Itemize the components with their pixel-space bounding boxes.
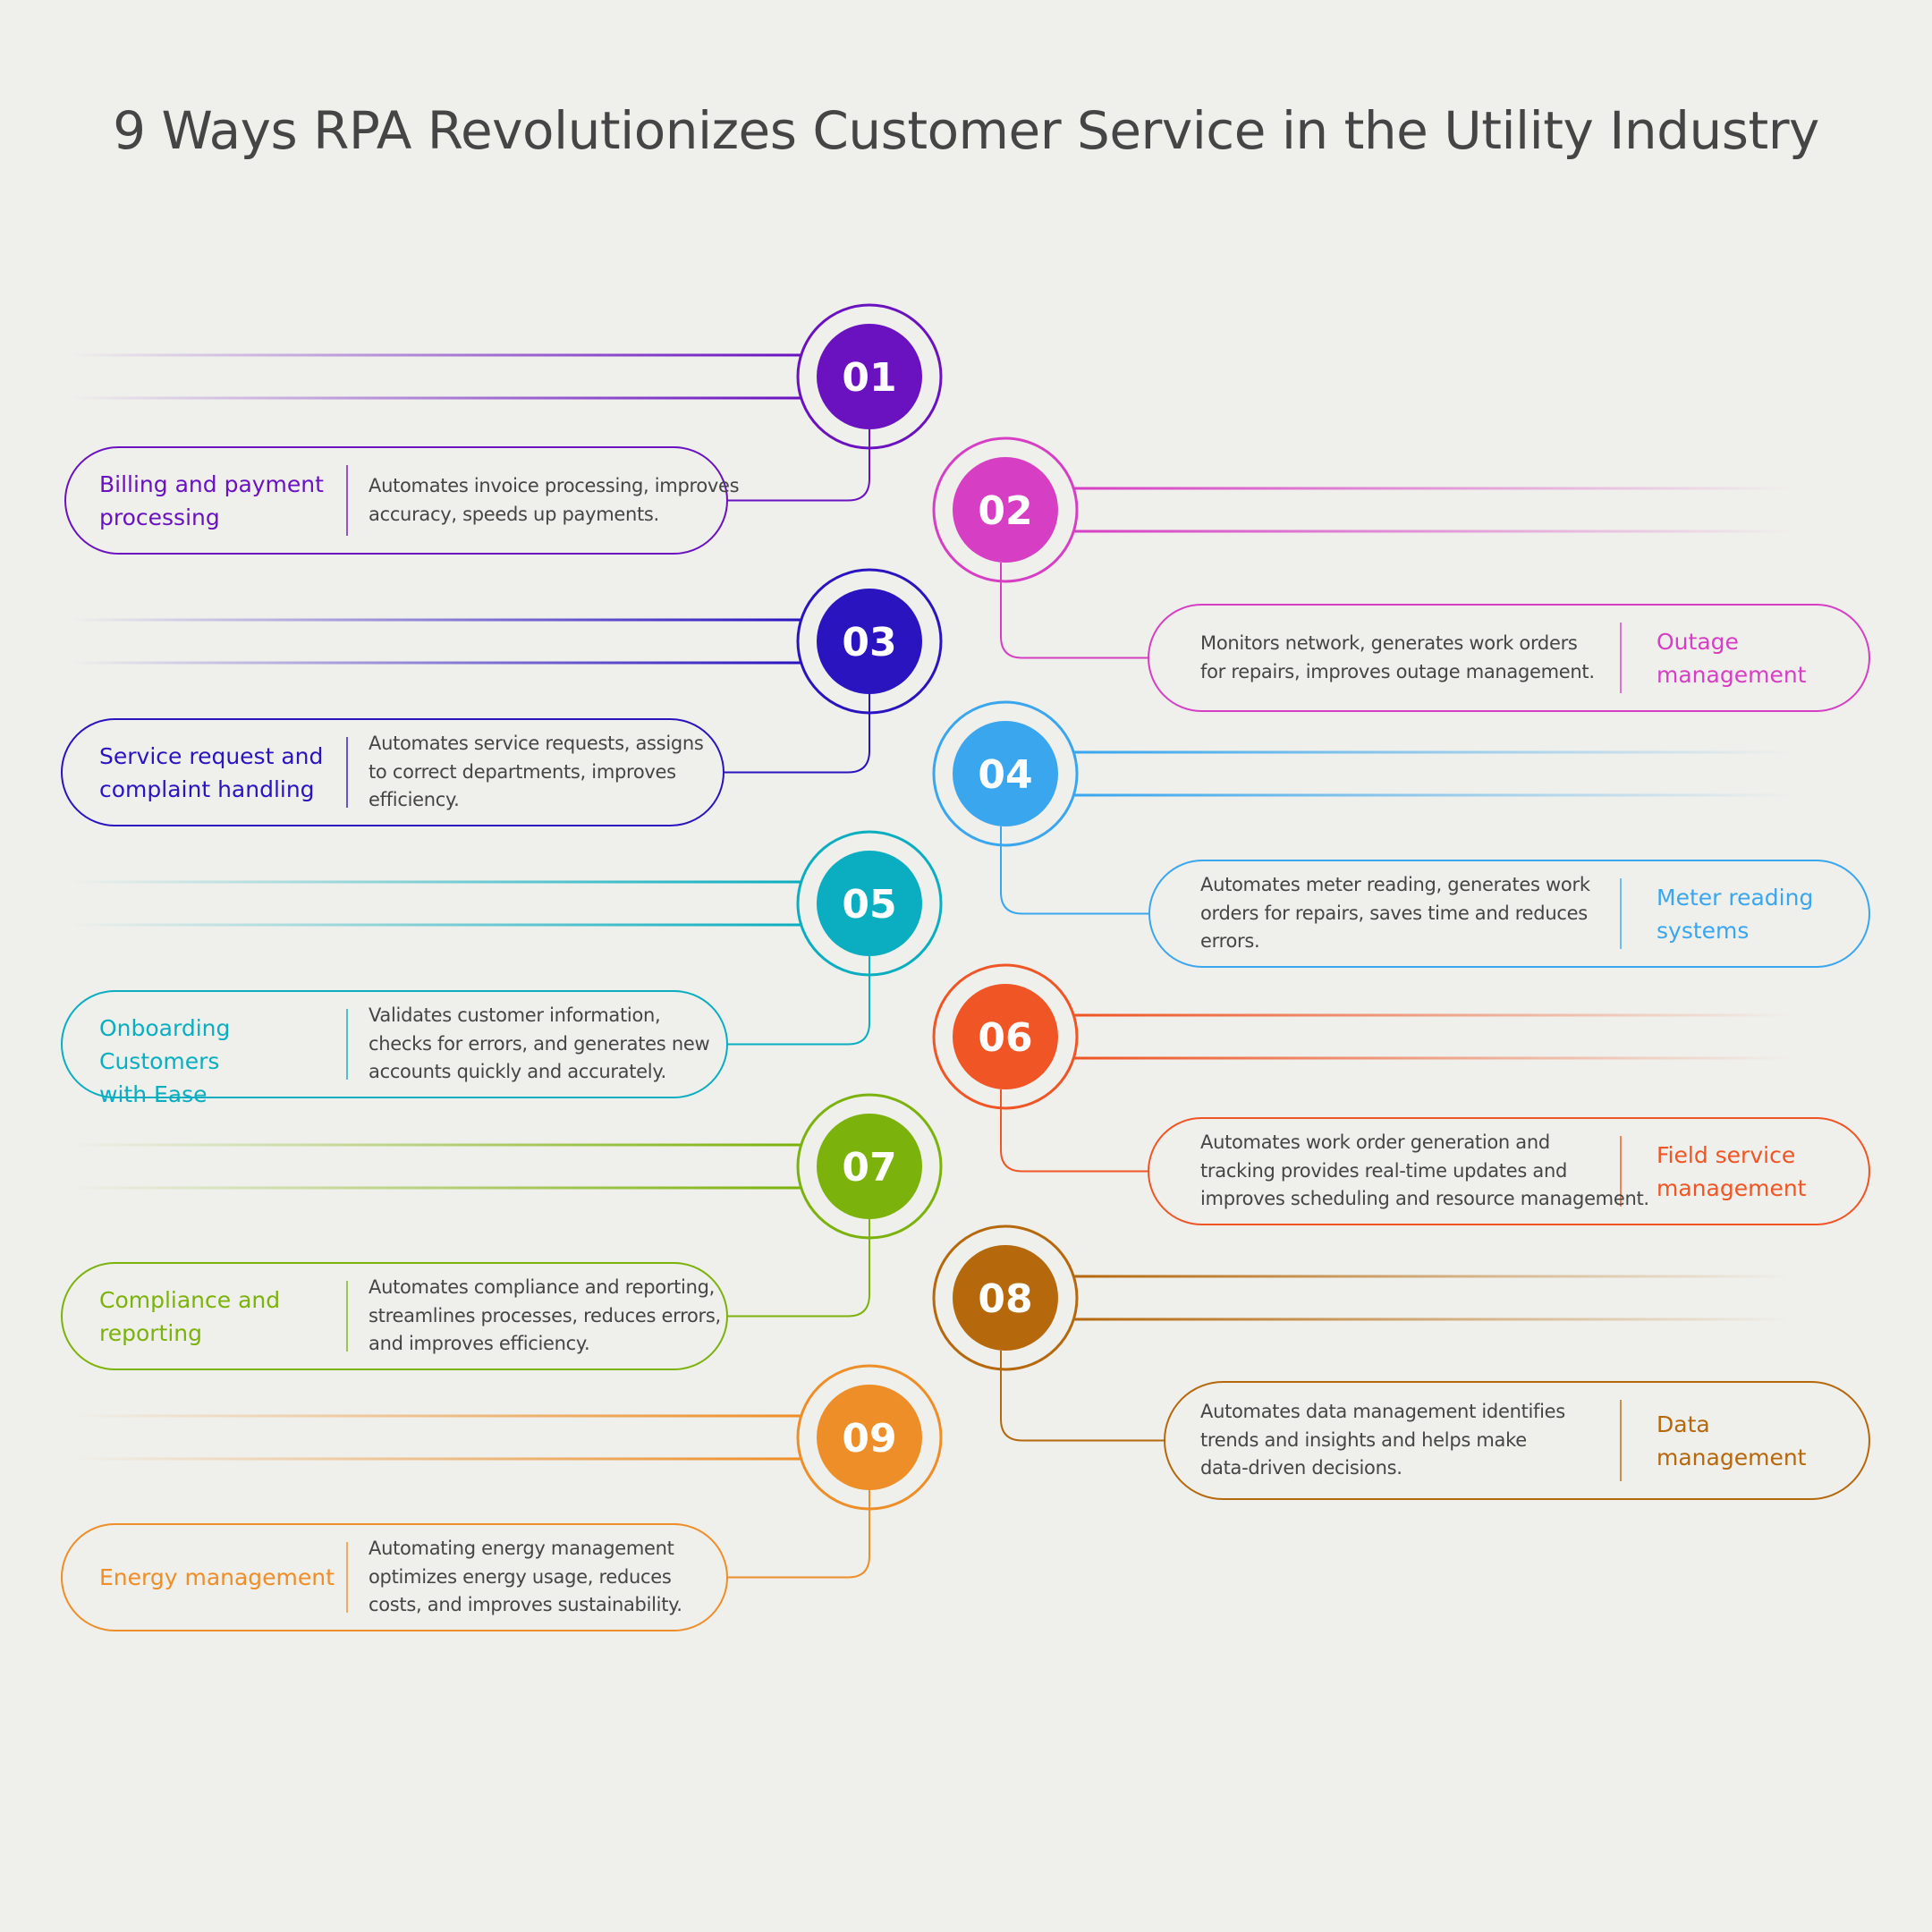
step-number: 05 bbox=[842, 882, 896, 928]
card-description-line: improves scheduling and resource managem… bbox=[1200, 1188, 1649, 1210]
number-disc bbox=[817, 851, 922, 956]
card-title-line: Meter reading bbox=[1657, 884, 1814, 911]
card-description-line: to correct departments, improves bbox=[369, 760, 676, 783]
card-description: Monitors network, generates work orders f… bbox=[1200, 630, 1621, 686]
card-description-line: orders for repairs, saves time and reduc… bbox=[1200, 902, 1588, 924]
step-number: 09 bbox=[842, 1416, 896, 1462]
card-description-line: Automates data management identifies bbox=[1200, 1401, 1565, 1423]
step-4: 04 bbox=[932, 700, 1870, 968]
card-title-line: Onboarding Customers bbox=[99, 1014, 231, 1074]
card-connector bbox=[727, 429, 870, 502]
card-title-line: complaint handling bbox=[99, 775, 315, 802]
number-disc bbox=[953, 457, 1058, 563]
card-title: Meter reading systems bbox=[1657, 881, 1853, 947]
card-title: Energy management bbox=[99, 1561, 341, 1594]
card-description-line: trends and insights and helps make bbox=[1200, 1428, 1527, 1451]
card-description-line: costs, and improves sustainability. bbox=[369, 1594, 682, 1616]
card-description-line: Automates invoice processing, improves bbox=[369, 475, 740, 496]
card-title-line: systems bbox=[1657, 917, 1750, 944]
step-number: 07 bbox=[842, 1145, 896, 1191]
card-connector bbox=[727, 1490, 870, 1579]
number-disc bbox=[817, 1114, 922, 1219]
card-title: Service request and complaint handling bbox=[99, 740, 341, 806]
number-disc bbox=[817, 589, 922, 694]
card-connector bbox=[727, 1219, 870, 1318]
card-title-line: Compliance and bbox=[99, 1286, 281, 1313]
card-title-line: Billing and payment bbox=[99, 470, 324, 497]
step-number: 04 bbox=[978, 752, 1032, 798]
card-title-line: Energy management bbox=[99, 1564, 335, 1590]
card-description-line: Automates service requests, assigns bbox=[369, 733, 704, 755]
card-connector bbox=[1000, 826, 1149, 915]
number-disc bbox=[953, 1245, 1058, 1351]
number-disc bbox=[817, 324, 922, 429]
card-connector bbox=[1000, 1089, 1148, 1173]
card-title-line: management bbox=[1657, 661, 1807, 688]
step-3: 03 bbox=[61, 568, 943, 826]
card-description-line: Automating energy management bbox=[369, 1538, 674, 1560]
card-description: Automates work order generation and track… bbox=[1200, 1129, 1649, 1214]
card-title-line: Data bbox=[1657, 1411, 1710, 1437]
step-8: 08 bbox=[932, 1224, 1870, 1500]
card-description: Automates service requests, assigns to co… bbox=[369, 730, 726, 815]
number-disc bbox=[953, 721, 1058, 826]
step-number: 01 bbox=[842, 355, 896, 401]
number-disc bbox=[953, 984, 1058, 1089]
card-title: Data management bbox=[1657, 1408, 1853, 1474]
step-number: 03 bbox=[842, 620, 896, 665]
card-description-line: errors. bbox=[1200, 930, 1260, 953]
card-description: Automates meter reading, generates work o… bbox=[1200, 871, 1621, 956]
step-1: 01 bbox=[64, 303, 943, 555]
page-title: 9 Ways RPA Revolutionizes Customer Servi… bbox=[113, 100, 1819, 161]
card-description-line: and improves efficiency. bbox=[369, 1333, 590, 1355]
step-9: 09 bbox=[61, 1364, 943, 1631]
card-title-line: reporting bbox=[99, 1319, 203, 1346]
step-7: 07 bbox=[61, 1093, 943, 1370]
card-description-line: for repairs, improves outage management. bbox=[1200, 660, 1595, 682]
card-title: Compliance and reporting bbox=[99, 1284, 341, 1350]
card-title: Outage management bbox=[1657, 625, 1853, 691]
card-connector bbox=[724, 694, 870, 774]
card-description-line: Validates customer information, bbox=[369, 1004, 661, 1027]
card-title-line: with Ease bbox=[99, 1080, 208, 1107]
card-title: Onboarding Customers with Ease bbox=[99, 1012, 341, 1111]
card-description: Automating energy management optimizes en… bbox=[369, 1535, 726, 1620]
card-title: Field service management bbox=[1657, 1139, 1853, 1205]
step-number: 08 bbox=[978, 1276, 1032, 1322]
card-description-line: accuracy, speeds up payments. bbox=[369, 503, 659, 525]
number-disc bbox=[817, 1385, 922, 1490]
card-description-line: Automates work order generation and bbox=[1200, 1131, 1550, 1154]
card-title-line: Service request and bbox=[99, 742, 324, 769]
step-2: 02 bbox=[932, 436, 1870, 712]
step-5: 05 bbox=[61, 830, 943, 1098]
card-description-line: tracking provides real-time updates and bbox=[1200, 1159, 1567, 1182]
card-description: Automates compliance and reporting, strea… bbox=[369, 1274, 726, 1359]
card-title-line: management bbox=[1657, 1444, 1807, 1470]
card-description-line: efficiency. bbox=[369, 789, 460, 811]
card-connector bbox=[727, 956, 870, 1046]
card-title-line: processing bbox=[99, 504, 220, 530]
card-description-line: Monitors network, generates work orders bbox=[1200, 632, 1578, 654]
card-description: Validates customer information, checks fo… bbox=[369, 1002, 726, 1087]
card-title: Billing and payment processing bbox=[99, 468, 341, 534]
card-description: Automates data management identifies tren… bbox=[1200, 1398, 1621, 1483]
card-title-line: management bbox=[1657, 1174, 1807, 1201]
card-description: Automates invoice processing, improves ac… bbox=[369, 472, 740, 529]
card-connector bbox=[1000, 563, 1148, 659]
card-description-line: streamlines processes, reduces errors, bbox=[369, 1304, 721, 1326]
card-description-line: checks for errors, and generates new bbox=[369, 1032, 710, 1055]
step-6: 06 bbox=[932, 963, 1870, 1225]
card-title-line: Field service bbox=[1657, 1141, 1796, 1168]
card-description-line: accounts quickly and accurately. bbox=[369, 1061, 666, 1083]
step-number: 02 bbox=[978, 488, 1032, 534]
step-number: 06 bbox=[978, 1015, 1032, 1061]
card-title-line: Outage bbox=[1657, 628, 1739, 655]
card-description-line: data-driven decisions. bbox=[1200, 1457, 1402, 1479]
card-description-line: Automates meter reading, generates work bbox=[1200, 874, 1590, 896]
card-description-line: Automates compliance and reporting, bbox=[369, 1276, 715, 1299]
card-connector bbox=[1000, 1351, 1165, 1442]
card-description-line: optimizes energy usage, reduces bbox=[369, 1565, 672, 1588]
